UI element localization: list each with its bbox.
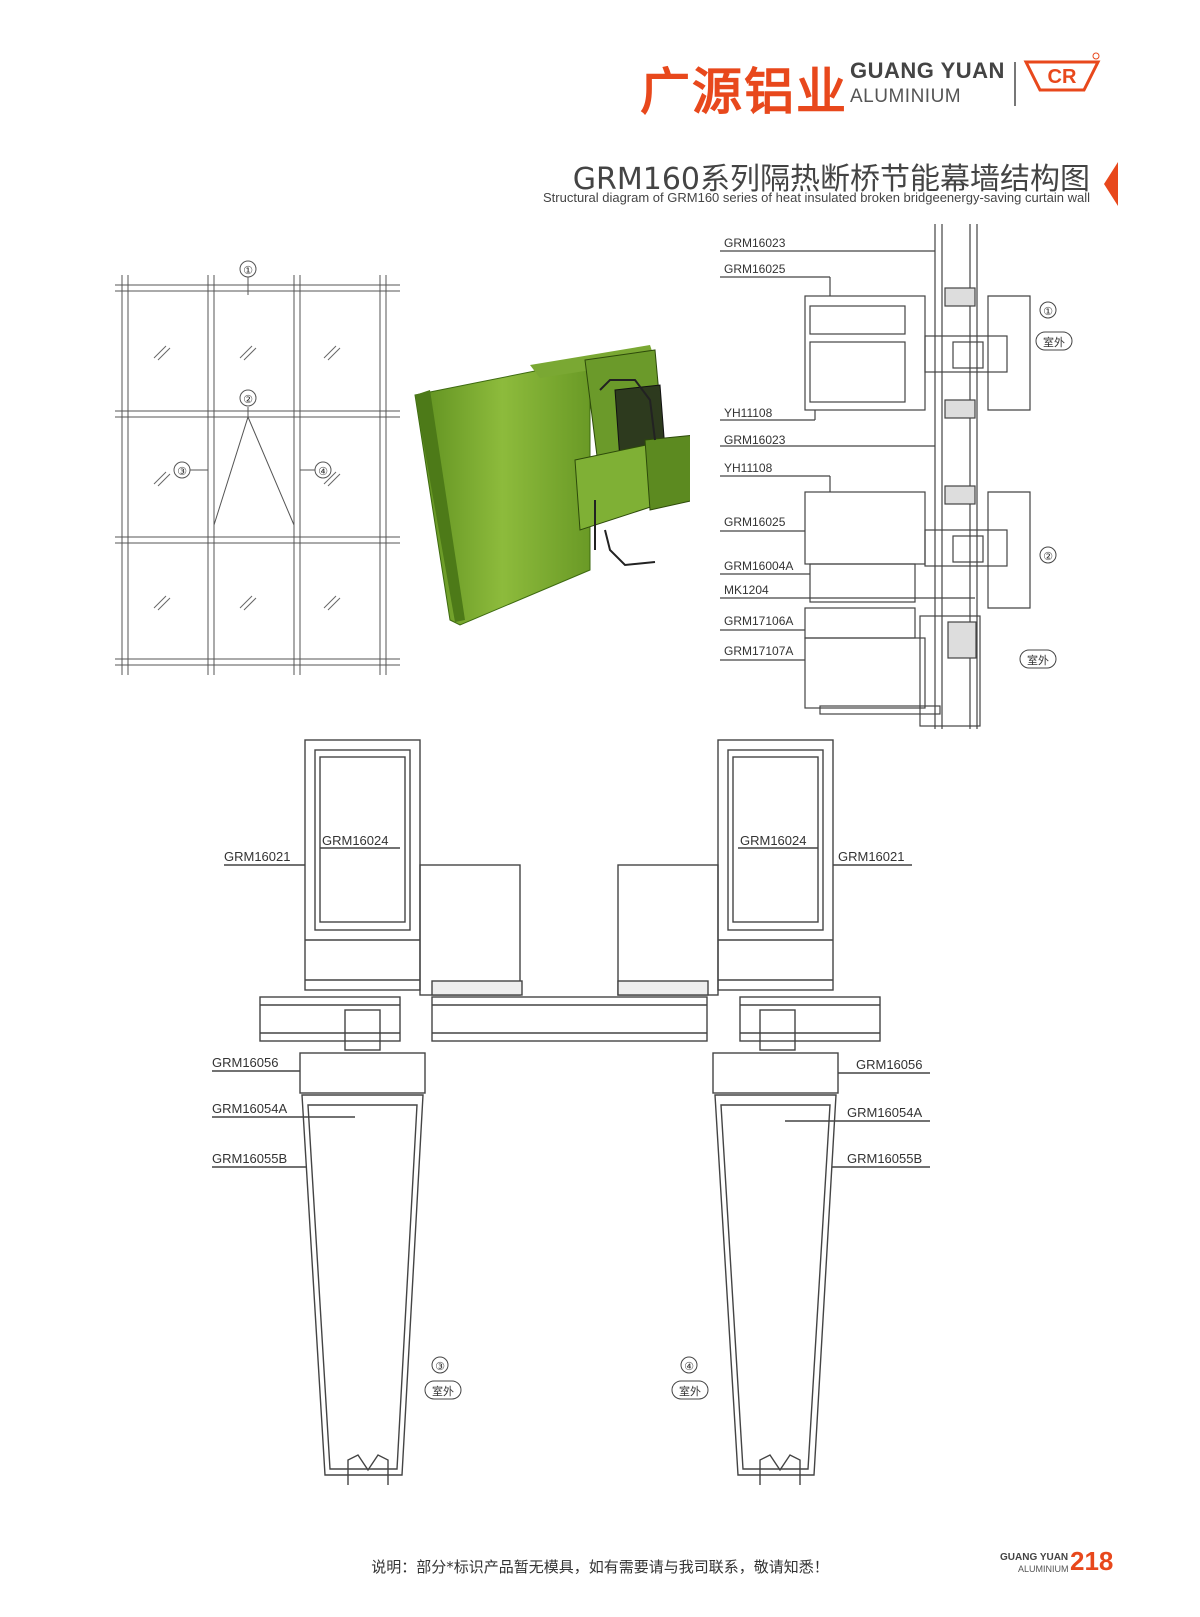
- bottom-left-label-1: GRM16021: [224, 849, 290, 864]
- elevation-marker-2: ②: [243, 394, 253, 406]
- svg-text:CR: CR: [1048, 66, 1077, 88]
- bottom-outdoor-1: 室外: [432, 1384, 454, 1398]
- elevation-diagram: ① ② ③ ④: [115, 260, 400, 675]
- title-marker: [1104, 162, 1118, 206]
- profile-3d-illustration: [414, 345, 690, 626]
- bottom-left-label-2: GRM16024: [322, 833, 388, 848]
- bottom-left-label-5: GRM16055B: [212, 1151, 287, 1166]
- top-marker-2: ②: [1043, 551, 1053, 563]
- brand-name-en-sub: ALUMINIUM: [850, 86, 962, 107]
- bottom-right-label-2: GRM16021: [838, 849, 904, 864]
- bottom-outdoor-2: 室外: [679, 1384, 701, 1398]
- brand-logo-icon: CR: [1023, 52, 1101, 92]
- brand-name-cn: 广源铝业: [640, 63, 848, 121]
- top-label-1: GRM16023: [724, 236, 786, 250]
- elevation-marker-3: ③: [177, 466, 187, 478]
- top-marker-1: ①: [1043, 306, 1053, 318]
- bottom-marker-4: ④: [684, 1361, 694, 1373]
- footer-note: 说明：部分*标识产品暂无模具，如有需要请与我司联系，敬请知悉！: [371, 1558, 829, 1576]
- top-label-3: YH11108: [724, 406, 773, 420]
- section-detail-bottom: GRM16021 GRM16024 GRM16056 GRM16054A GRM…: [212, 739, 930, 1485]
- top-label-7: GRM16004A: [724, 559, 793, 573]
- page-title: GRM160系列隔热断桥节能幕墙结构图: [572, 162, 1090, 197]
- top-label-2: GRM16025: [724, 262, 786, 276]
- top-label-4: GRM16023: [724, 433, 786, 447]
- footer-brand-sub: ALUMINIUM: [1018, 1564, 1069, 1574]
- top-label-8: MK1204: [724, 583, 769, 597]
- top-label-10: GRM17107A: [724, 644, 793, 658]
- footer-brand: GUANG YUAN: [1000, 1552, 1069, 1563]
- bottom-left-label-4: GRM16054A: [212, 1101, 287, 1116]
- top-outdoor-2: 室外: [1027, 653, 1049, 667]
- top-label-5: YH11108: [724, 461, 773, 475]
- top-outdoor-1: 室外: [1043, 335, 1065, 349]
- bottom-left-label-3: GRM16056: [212, 1055, 278, 1070]
- elevation-marker-4: ④: [318, 466, 328, 478]
- bottom-marker-3: ③: [435, 1361, 445, 1373]
- brand-divider: [1014, 62, 1016, 106]
- bottom-right-label-5: GRM16055B: [847, 1151, 922, 1166]
- bottom-right-label-1: GRM16024: [740, 833, 806, 848]
- section-detail-top: GRM16023 GRM16025 YH11108 GRM16023 YH111…: [720, 224, 1073, 729]
- page-subtitle: Structural diagram of GRM160 series of h…: [542, 190, 1090, 205]
- bottom-right-label-4: GRM16054A: [847, 1105, 922, 1120]
- brand-name-en: GUANG YUAN: [850, 58, 1005, 83]
- bottom-right-label-3: GRM16056: [856, 1057, 922, 1072]
- elevation-marker-1: ①: [243, 265, 253, 277]
- page-number: 218: [1070, 1546, 1114, 1576]
- top-label-6: GRM16025: [724, 515, 786, 529]
- top-label-9: GRM17106A: [724, 614, 793, 628]
